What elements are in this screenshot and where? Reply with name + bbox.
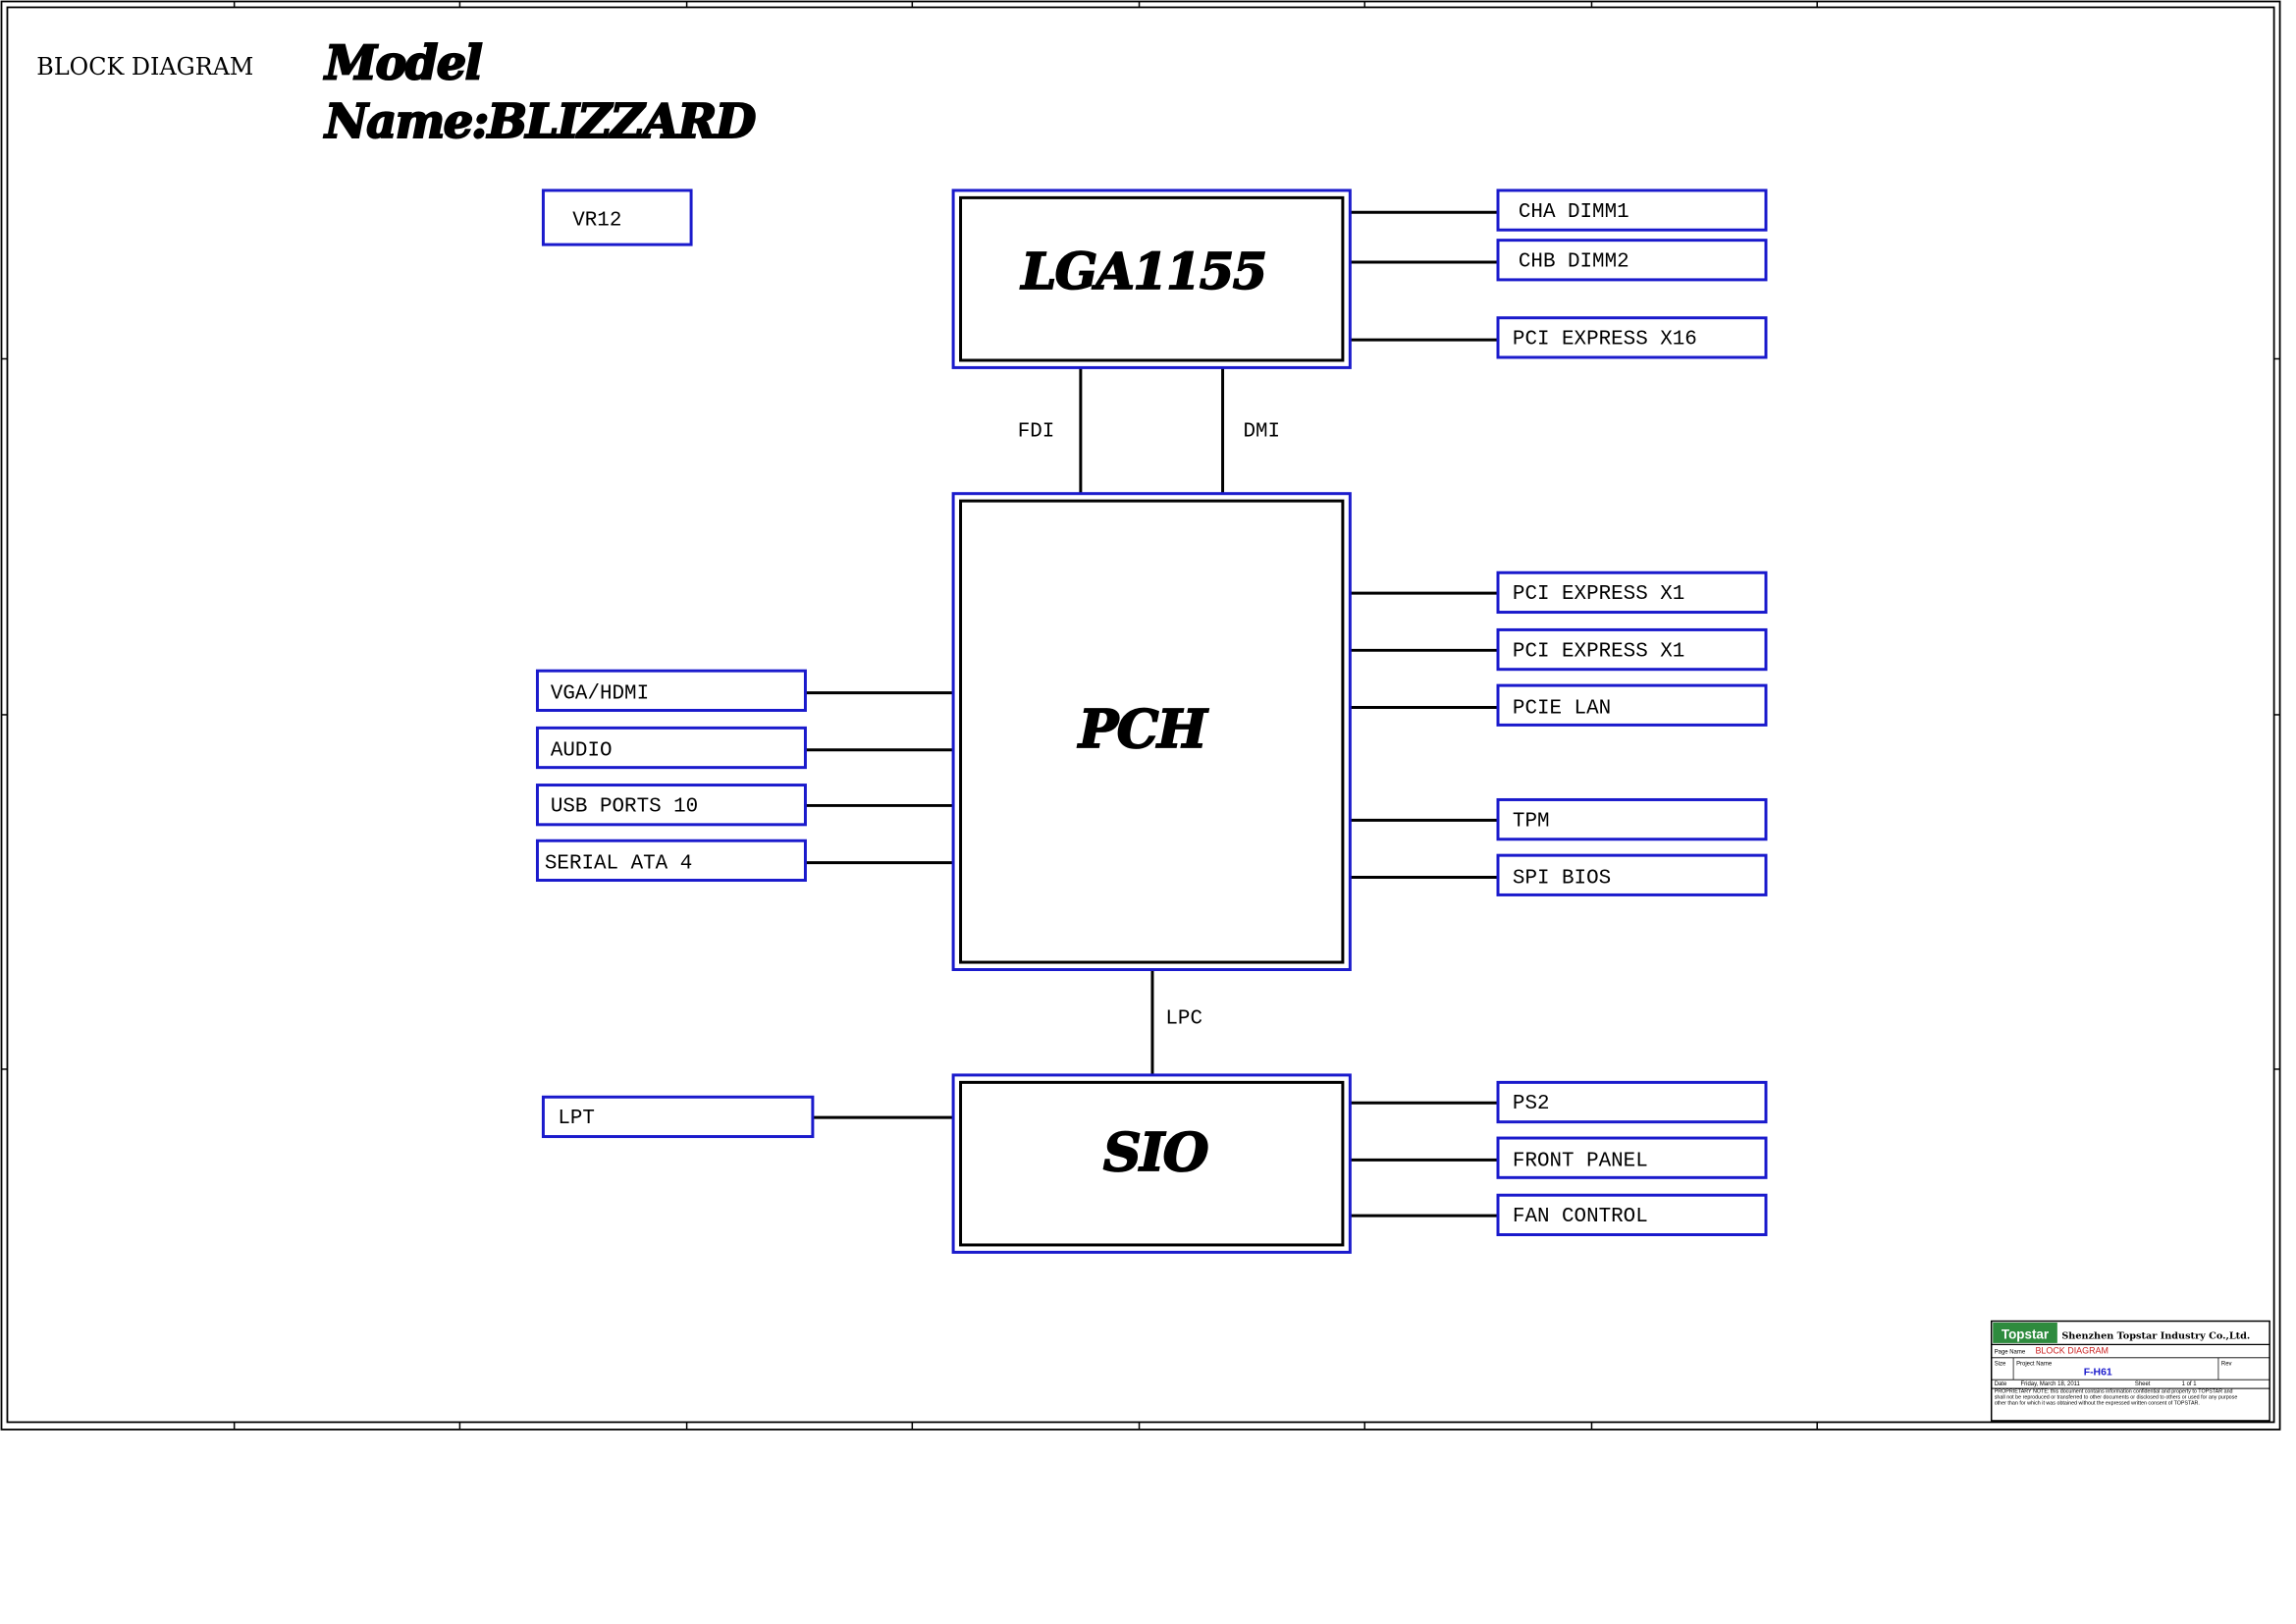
rev-label: Rev: [2221, 1361, 2232, 1367]
block-pci-express-x1-a: PCI EXPRESS X1: [1496, 570, 1768, 615]
date-value: Friday, March 18, 2011: [2021, 1381, 2081, 1387]
block-cha-dimm1-label: CHA DIMM1: [1519, 201, 1629, 224]
block-tpm: TPM: [1496, 797, 1768, 841]
block-fan-control: FAN CONTROL: [1496, 1193, 1768, 1236]
project-name-value: F-H61: [2084, 1368, 2112, 1379]
cpu-chip: LGA1155: [951, 189, 1352, 369]
block-pcie-lan: PCIE LAN: [1496, 683, 1768, 727]
block-pcie-lan-label: PCIE LAN: [1513, 697, 1611, 720]
block-pci-express-x16-label: PCI EXPRESS X16: [1513, 329, 1697, 352]
title-block: Topstar Shenzhen Topstar Industry Co.,Lt…: [1990, 1320, 2270, 1422]
block-vga-hdmi: VGA/HDMI: [535, 669, 807, 712]
page-name-label: Page Name: [1995, 1349, 2026, 1355]
sheet-value: 1 of 1: [2182, 1381, 2198, 1387]
proprietary-note-wrap: PROPRIETARY NOTE: this document contains…: [1994, 1388, 2238, 1407]
block-lpt: LPT: [541, 1095, 815, 1139]
model-title-line1: Model: [323, 36, 481, 91]
block-spi-bios-label: SPI BIOS: [1513, 867, 1611, 890]
block-chb-dimm2: CHB DIMM2: [1496, 239, 1768, 282]
block-vr12-label: VR12: [572, 210, 621, 233]
connection-lines: [805, 210, 1499, 1218]
sio-chip-label: SIO: [1103, 1121, 1209, 1183]
block-usb-ports: USB PORTS 10: [535, 784, 807, 827]
project-name-label: Project Name: [2016, 1361, 2053, 1367]
date-label: Date: [1995, 1381, 2007, 1387]
block-vga-hdmi-label: VGA/HDMI: [551, 683, 649, 706]
pch-chip-label: PCH: [1077, 698, 1209, 760]
bus-label-dmi: DMI: [1243, 421, 1280, 444]
frame-tick-marks: [1, 1, 2280, 1430]
block-serial-ata-label: SERIAL ATA 4: [545, 853, 692, 876]
block-lpt-label: LPT: [558, 1108, 595, 1130]
company-name: Shenzhen Topstar Industry Co.,Ltd.: [2061, 1330, 2250, 1341]
block-spi-bios: SPI BIOS: [1496, 853, 1768, 896]
block-ps2: PS2: [1496, 1080, 1768, 1124]
block-pci-express-x1-b: PCI EXPRESS X1: [1496, 627, 1768, 672]
block-usb-ports-label: USB PORTS 10: [551, 795, 698, 818]
block-ps2-label: PS2: [1513, 1093, 1550, 1115]
page-name-value: BLOCK DIAGRAM: [2035, 1345, 2109, 1355]
pch-chip: PCH: [951, 492, 1352, 971]
block-fan-control-label: FAN CONTROL: [1513, 1206, 1648, 1228]
block-tpm-label: TPM: [1513, 810, 1550, 833]
sio-chip: SIO: [951, 1073, 1352, 1254]
block-audio: AUDIO: [535, 726, 807, 770]
size-label: Size: [1995, 1361, 2006, 1367]
block-front-panel-label: FRONT PANEL: [1513, 1150, 1648, 1172]
topstar-logo-text: Topstar: [2002, 1326, 2050, 1341]
bus-label-fdi: FDI: [1018, 421, 1055, 444]
model-title-line2: Name:BLIZZARD: [323, 94, 757, 149]
block-chb-dimm2-label: CHB DIMM2: [1519, 250, 1629, 273]
block-front-panel: FRONT PANEL: [1496, 1136, 1768, 1179]
block-serial-ata: SERIAL ATA 4: [535, 839, 807, 883]
proprietary-note: PROPRIETARY NOTE: this document contains…: [1994, 1388, 2238, 1407]
topstar-logo: [1993, 1323, 2057, 1343]
block-vr12: VR12: [541, 189, 693, 246]
sheet-heading: BLOCK DIAGRAM: [36, 53, 253, 81]
block-audio-label: AUDIO: [551, 740, 613, 763]
block-pci-express-x1-a-label: PCI EXPRESS X1: [1513, 583, 1684, 606]
block-pci-express-x1-b-label: PCI EXPRESS X1: [1513, 640, 1684, 663]
cpu-chip-label: LGA1155: [1020, 242, 1266, 300]
block-cha-dimm1: CHA DIMM1: [1496, 189, 1768, 232]
bus-label-lpc: LPC: [1165, 1008, 1202, 1031]
block-pci-express-x16: PCI EXPRESS X16: [1496, 316, 1768, 359]
sheet-label: Sheet: [2135, 1381, 2151, 1387]
